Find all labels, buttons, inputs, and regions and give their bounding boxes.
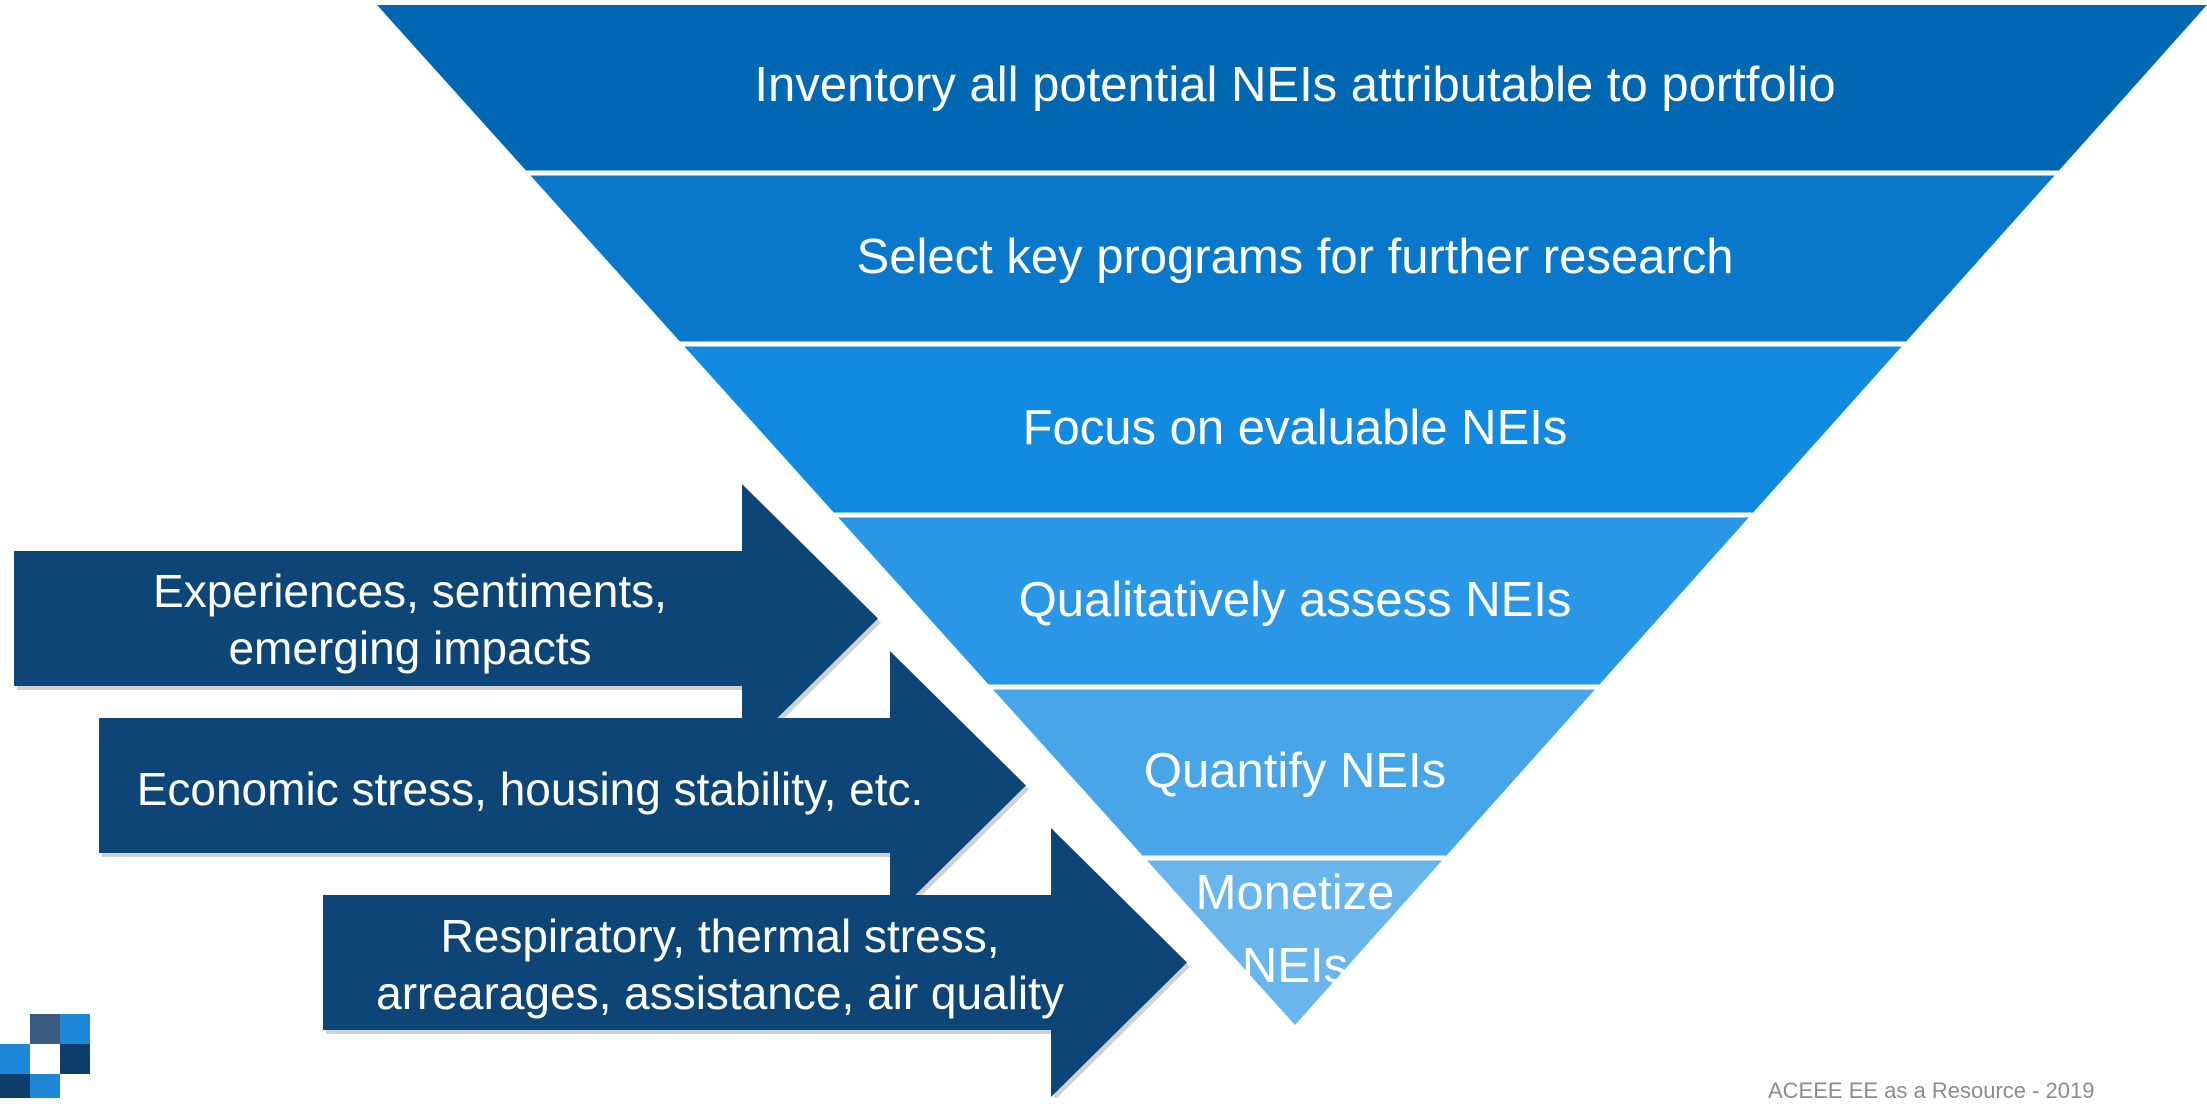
funnel-stage-focus	[684, 346, 1902, 513]
funnel-stage-monetize	[1146, 860, 1443, 1025]
funnel-stage-label-qualitative: Qualitatively assess NEIs	[1018, 573, 1572, 628]
company-logo-squares-icon	[0, 1014, 100, 1098]
funnel-stage-select	[530, 175, 2055, 342]
funnel-stage-label-focus: Focus on evaluable NEIs	[1022, 401, 1568, 456]
arrow-label-experiences: Experiences, sentiments, emerging impact…	[153, 564, 667, 675]
footer-text: ACEEE EE as a Resource - 2019	[1768, 1078, 2095, 1103]
arrow-label-respiratory: Respiratory, thermal stress, arrearages,…	[376, 909, 1064, 1020]
funnel-stage-label-monetize: Monetize NEIs	[1195, 865, 1395, 994]
funnel-stage-inventory	[377, 5, 2207, 171]
funnel-stage-label-select: Select key programs for further research	[856, 230, 1734, 285]
funnel-stage-qualitative	[838, 517, 1749, 685]
funnel-stage-quantify	[993, 689, 1595, 856]
arrow-respiratory	[323, 828, 1187, 1097]
funnel-stage-label-inventory: Inventory all potential NEIs attributabl…	[754, 58, 1836, 113]
arrow-label-economic: Economic stress, housing stability, etc.	[136, 763, 924, 816]
funnel-stage-label-quantify: Quantify NEIs	[1143, 744, 1447, 799]
arrow-experiences	[14, 484, 878, 753]
arrow-economic	[99, 651, 1026, 920]
